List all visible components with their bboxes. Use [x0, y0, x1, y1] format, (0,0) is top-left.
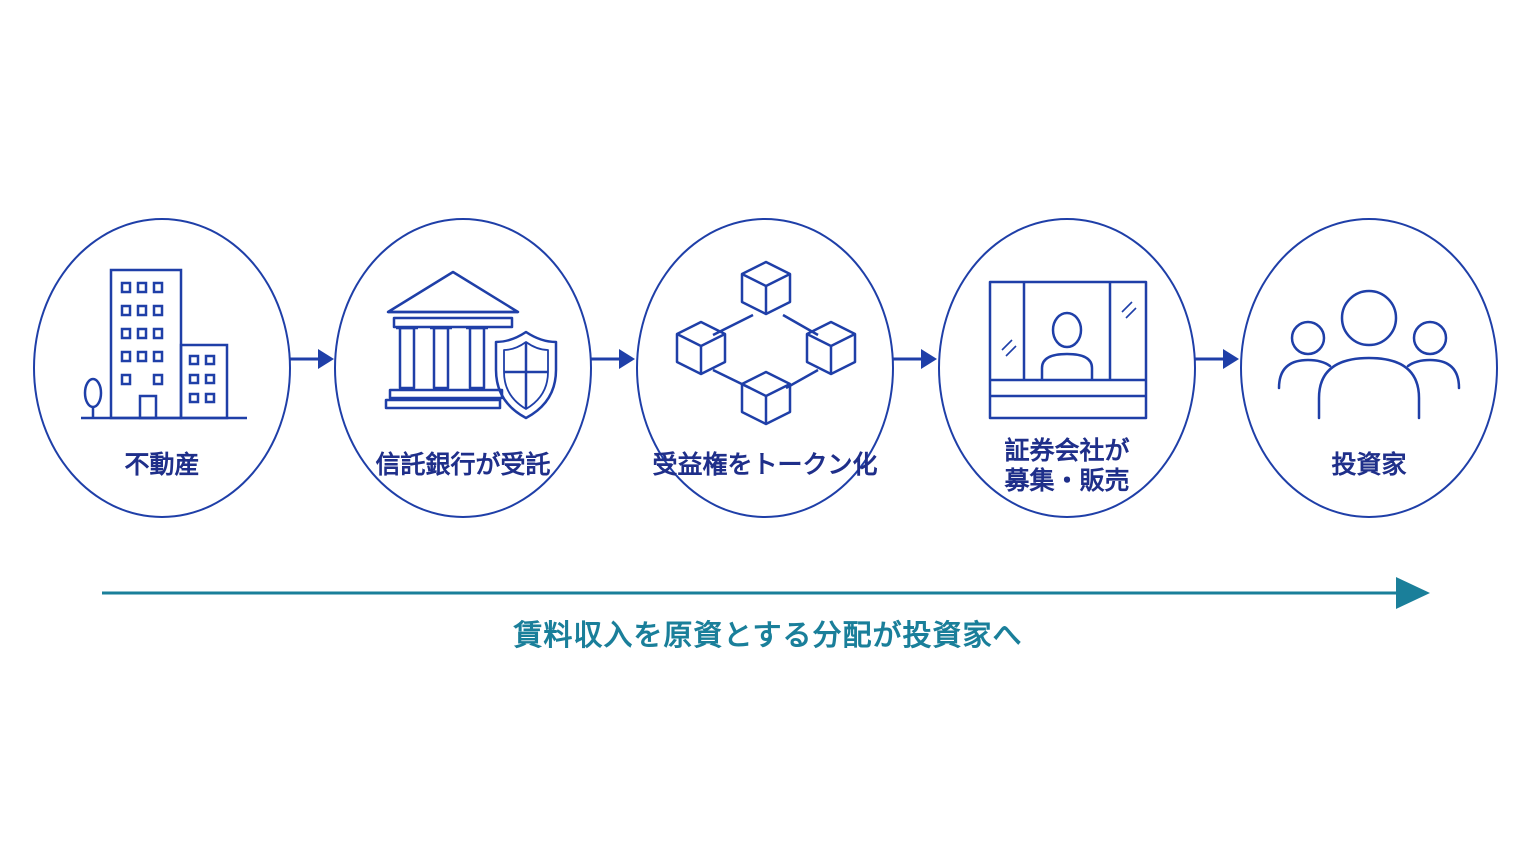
- step-label: 投資家: [1242, 450, 1496, 480]
- step-tokenization: 受益権をトークン化: [636, 218, 894, 518]
- step-label-line: 受益権をトークン化: [652, 450, 878, 479]
- building-icon: [81, 268, 247, 420]
- arrow-right-icon: [591, 349, 635, 369]
- step-investors: 投資家: [1240, 218, 1498, 518]
- bank-shield-icon: [384, 270, 558, 420]
- step-real-estate: 不動産: [33, 218, 291, 518]
- timeline-arrow: [102, 577, 1430, 609]
- step-label: 信託銀行が受託: [336, 450, 590, 480]
- step-label-line: 投資家: [1331, 450, 1407, 479]
- step-trust-bank: 信託銀行が受託: [334, 218, 592, 518]
- arrow-right-icon: [290, 349, 334, 369]
- step-label-line: 募集・販売: [1004, 466, 1130, 495]
- step-label-line: 信託銀行が受託: [375, 450, 551, 479]
- step-label: 不動産: [35, 450, 289, 480]
- timeline-caption: 賃料収入を原資とする分配が投資家へ: [513, 618, 1023, 652]
- step-label: 受益権をトークン化: [638, 450, 892, 480]
- blockchain-cubes-icon: [675, 260, 857, 426]
- arrow-right-icon: [893, 349, 937, 369]
- investors-group-icon: [1277, 289, 1461, 420]
- step-securities-company: 証券会社が 募集・販売: [938, 218, 1196, 518]
- step-label-line: 証券会社が: [1004, 436, 1130, 465]
- step-label-line: 不動産: [124, 450, 200, 479]
- step-label: 証券会社が 募集・販売: [940, 436, 1194, 496]
- arrow-right-icon: [1195, 349, 1239, 369]
- securities-counter-icon: [988, 280, 1148, 420]
